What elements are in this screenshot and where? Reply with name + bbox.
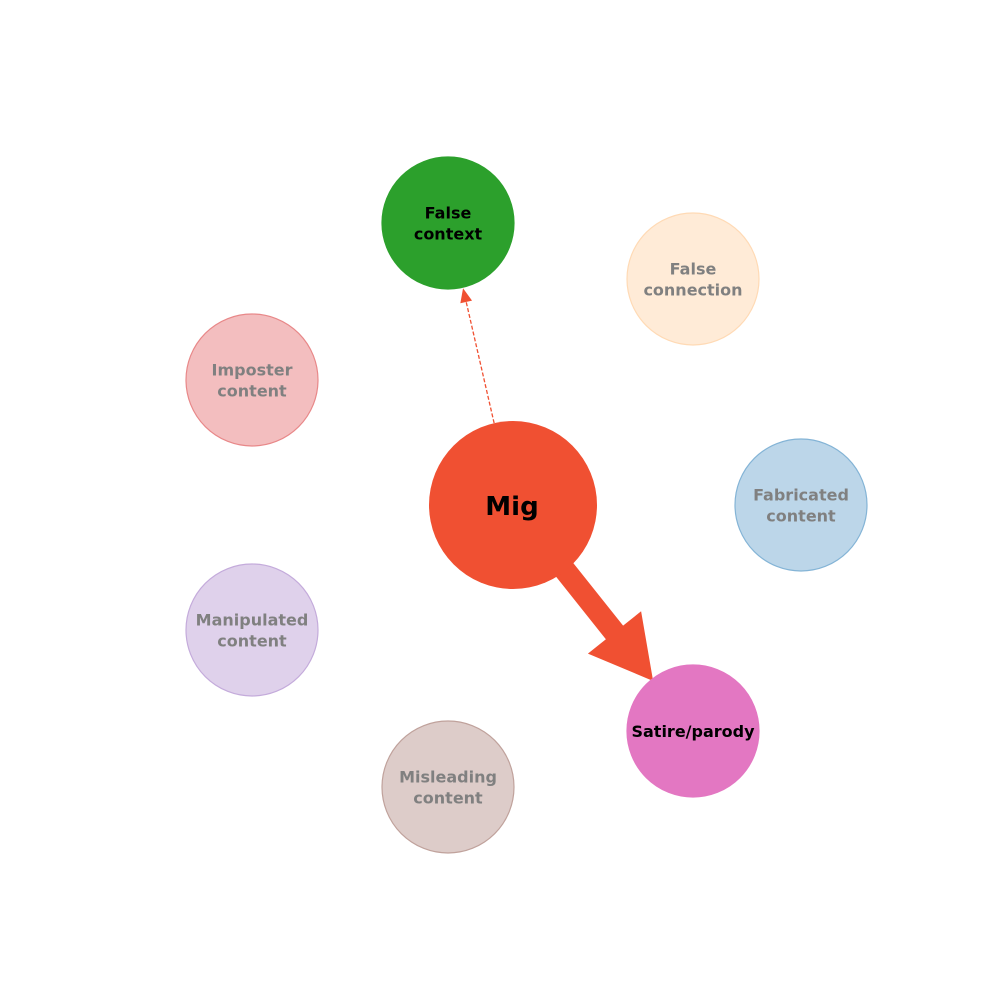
node-label-line: content [766,507,836,526]
node-false-context: False context [381,156,515,290]
node-misleading-content: Misleading content [381,720,515,854]
node-circle [626,212,760,346]
edge-arrow [544,548,654,681]
center-node: Mig [429,421,597,589]
edge-center-to-false-context [460,288,495,424]
node-fabricated-content: Fabricated content [734,438,868,572]
node-manipulated-content: Manipulated content [185,563,319,697]
node-label-line: Satire/parody [631,722,755,741]
node-label-line: Fabricated [753,486,849,505]
node-label-line: content [217,382,287,401]
node-circle [381,156,515,290]
node-circle [185,313,319,447]
node-label-line: Imposter [212,361,293,380]
node-false-connection: False connection [626,212,760,346]
edge-arrowhead [460,288,473,304]
node-label-line: False [425,204,472,223]
center-node-label: Mig [485,492,538,522]
edges-layer [460,288,654,681]
node-circle [185,563,319,697]
node-circle [381,720,515,854]
node-label-line: Misleading [399,768,497,787]
edge-center-to-satire-parody [544,548,654,681]
node-label-line: content [413,789,483,808]
node-circle [626,664,760,798]
node-satire-parody: Satire/parody [626,664,760,798]
node-label-line: Manipulated [196,611,309,630]
node-label-line: False [670,260,717,279]
center-node-circle [429,421,597,589]
node-label-line: content [217,632,287,651]
nodes-layer: MigFalsecontextFalseconnectionFabricated… [185,156,868,854]
node-label-line: context [414,225,483,244]
node-circle [734,438,868,572]
node-imposter-content: Imposter content [185,313,319,447]
node-label-line: connection [643,281,742,300]
edge-line [465,301,495,424]
